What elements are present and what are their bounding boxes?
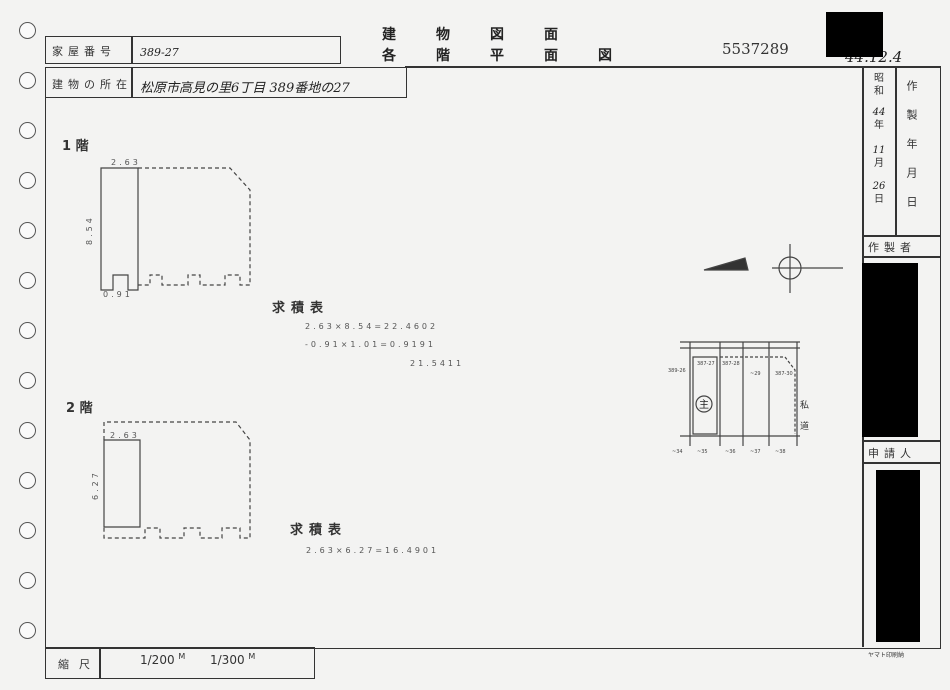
floor2-plan bbox=[103, 421, 251, 539]
day-unit: 日 bbox=[874, 194, 884, 205]
floor1-plan bbox=[100, 167, 251, 291]
scale-unit: M bbox=[178, 652, 186, 661]
binder-hole bbox=[19, 622, 36, 639]
date-values: 昭和 44 年 11 月 26 日 bbox=[866, 72, 892, 206]
scale-unit: M bbox=[248, 652, 256, 661]
floor2-calc-line: 2.63×6.27=16.4901 bbox=[306, 546, 439, 555]
house-number-label: 家屋番号 bbox=[52, 45, 116, 58]
binder-hole bbox=[19, 222, 36, 239]
floor2-depth: 6.27 bbox=[91, 470, 100, 500]
created-date-label: 作製年月日 bbox=[905, 80, 918, 225]
binder-hole bbox=[19, 72, 36, 89]
floor2-outline bbox=[103, 439, 141, 528]
binder-hole bbox=[19, 422, 36, 439]
floor1-notch: 0.91 bbox=[103, 290, 133, 299]
binder-hole bbox=[19, 472, 36, 489]
binder-hole bbox=[19, 522, 36, 539]
binder-hole bbox=[19, 372, 36, 389]
scale-value-text: 1/300 bbox=[210, 653, 245, 667]
house-number-box bbox=[45, 36, 341, 64]
lot-label: ~37 bbox=[750, 449, 761, 455]
main-frame bbox=[45, 67, 941, 649]
lot-label: 387-28 bbox=[722, 361, 740, 367]
scale-label: 縮尺 bbox=[58, 658, 100, 671]
north-arrow-icon bbox=[703, 244, 843, 293]
binder-hole bbox=[19, 22, 36, 39]
lot-label: 387-27 bbox=[697, 361, 715, 367]
month-value: 11 bbox=[872, 145, 886, 156]
title-floor-plans: 各階平面図 bbox=[382, 48, 652, 64]
lot-label: ~35 bbox=[697, 449, 708, 455]
lot-label: 387-30 bbox=[775, 371, 793, 377]
year-unit: 年 bbox=[874, 120, 884, 131]
floor2-width: 2.63 bbox=[110, 431, 140, 440]
document-number: 5537289 bbox=[722, 40, 789, 58]
floor1-calc-line: -0.91×1.01=0.9191 bbox=[305, 340, 436, 349]
redaction-block bbox=[826, 12, 883, 57]
day-value: 26 bbox=[872, 181, 886, 192]
site-plan bbox=[680, 341, 800, 446]
title-building-drawing: 建物図面 bbox=[382, 27, 598, 43]
neighbor-outline bbox=[138, 167, 251, 286]
scale-value-2: 1/300 M bbox=[210, 652, 255, 667]
lot-label: ~29 bbox=[750, 371, 761, 377]
floor1-depth: 8.54 bbox=[85, 215, 94, 245]
binder-hole bbox=[19, 272, 36, 289]
scale-value-text: 1/200 bbox=[140, 653, 175, 667]
binder-hole bbox=[19, 322, 36, 339]
scale-value-1: 1/200 M bbox=[140, 652, 185, 667]
floor1-calc-total: 21.5411 bbox=[410, 359, 464, 368]
site-plan-labels: 387-27 387-28 ~29 387-30 389-26 ~34 ~35 … bbox=[668, 361, 793, 455]
road-label: 私道 bbox=[798, 400, 809, 442]
year-value: 44 bbox=[872, 107, 886, 118]
redaction-block bbox=[876, 470, 920, 642]
binder-hole bbox=[19, 572, 36, 589]
redaction-block bbox=[862, 263, 918, 437]
lot-label: 389-26 bbox=[668, 368, 686, 374]
floor1-label: 1 階 bbox=[62, 138, 89, 154]
applicant-label: 申請人 bbox=[868, 447, 916, 460]
floor1-outline bbox=[100, 167, 139, 291]
floor1-calc-line: 2.63×8.54=22.4602 bbox=[305, 322, 438, 331]
floor1-width: 2.63 bbox=[111, 158, 141, 167]
scale-box bbox=[45, 647, 315, 679]
month-unit: 月 bbox=[874, 158, 884, 169]
creator-label: 作製者 bbox=[868, 241, 916, 254]
location-label: 建物の所在 bbox=[52, 78, 132, 91]
binder-hole bbox=[19, 172, 36, 189]
era-label: 昭和 bbox=[874, 73, 884, 97]
lot-label: ~36 bbox=[725, 449, 736, 455]
binder-hole bbox=[19, 122, 36, 139]
lot-label: ~38 bbox=[775, 449, 786, 455]
main-building-mark: 主 bbox=[699, 399, 709, 411]
location-value: 松原市高見の里6丁目 389番地の27 bbox=[140, 81, 350, 96]
floor2-calc-title: 求積表 bbox=[290, 522, 347, 538]
house-number-value: 389-27 bbox=[140, 46, 179, 59]
floor1-calc-title: 求積表 bbox=[272, 300, 329, 316]
printer-name: ヤマト印刷納 bbox=[868, 652, 905, 659]
floor2-label: 2 階 bbox=[66, 400, 93, 416]
lot-label: ~34 bbox=[672, 449, 683, 455]
